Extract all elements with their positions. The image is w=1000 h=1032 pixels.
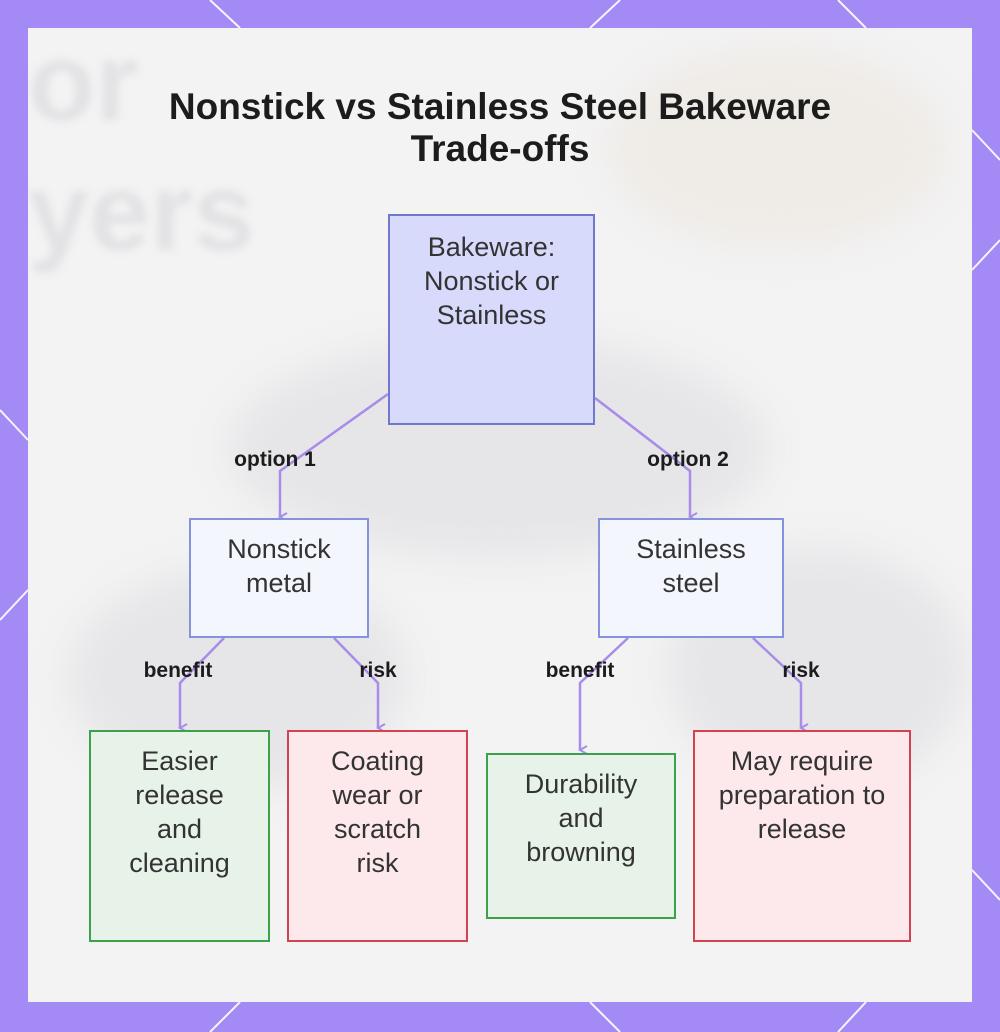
edge-label-benefit: benefit	[545, 659, 615, 682]
node-stainless-benefit-label: Durability and browning	[524, 769, 638, 867]
node-nonstick-label: Nonstick metal	[227, 534, 331, 598]
edge-label-option-2: option 2	[647, 448, 729, 471]
edge-stainless-risk	[752, 637, 801, 728]
title-line-1: Nonstick vs Stainless Steel Bakeware	[168, 86, 832, 127]
edges-layer	[28, 392, 972, 1002]
edge-nonstick-benefit	[180, 637, 225, 728]
edge-label-risk: risk	[782, 659, 820, 682]
node-stainless-label: Stainless steel	[636, 534, 746, 598]
edge-label-benefit: benefit	[143, 659, 213, 682]
node-nonstick-benefit-label: Easier release and cleaning	[129, 746, 230, 878]
node-nonstick-risk: Coating wear or scratch risk	[287, 730, 468, 942]
diagram-canvas: or yers Nonstick vs Stainless Steel Bake…	[28, 28, 972, 1002]
edge-label-option-1: option 1	[234, 448, 316, 471]
edge-stainless-benefit	[580, 637, 629, 750]
edge-option-1	[280, 392, 389, 517]
node-nonstick-metal: Nonstick metal	[189, 518, 369, 638]
node-nonstick-benefit: Easier release and cleaning	[89, 730, 270, 942]
background-watermark-text: or	[28, 28, 138, 144]
edge-option-2	[594, 397, 690, 517]
diagram-title: Nonstick vs Stainless Steel Bakeware Tra…	[28, 86, 972, 170]
node-nonstick-risk-label: Coating wear or scratch risk	[330, 746, 425, 878]
node-stainless-steel: Stainless steel	[598, 518, 784, 638]
background-blur	[608, 48, 948, 248]
node-root-label: Bakeware: Nonstick or Stainless	[423, 232, 560, 330]
background-watermark-text: yers	[28, 151, 255, 274]
node-stainless-benefit: Durability and browning	[486, 753, 676, 919]
node-stainless-risk: May require preparation to release	[693, 730, 911, 942]
node-root-bakeware: Bakeware: Nonstick or Stainless	[388, 214, 595, 425]
title-line-2: Trade-offs	[410, 128, 590, 169]
edge-nonstick-risk	[333, 637, 378, 728]
node-stainless-risk-label: May require preparation to release	[718, 746, 886, 844]
edge-label-risk: risk	[359, 659, 397, 682]
